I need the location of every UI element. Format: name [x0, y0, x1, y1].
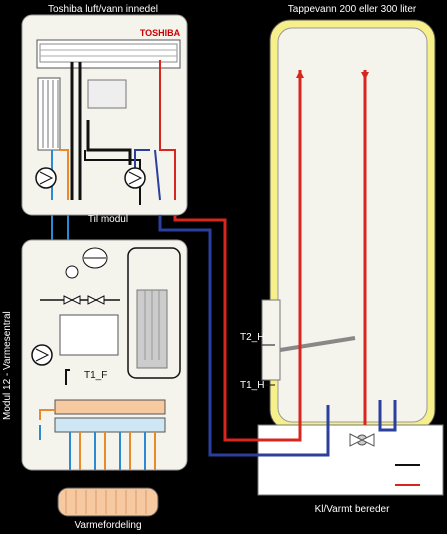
control-display [87, 79, 127, 109]
floor-heating-coil [57, 487, 159, 517]
to-module-label: Til modul [88, 214, 128, 225]
radiator-icon [37, 77, 61, 151]
manifold-supply [54, 399, 166, 415]
module-panel: T1_F [21, 239, 188, 471]
floor-heating-label: Varmefordeling [74, 520, 141, 531]
indoor-unit-panel [21, 14, 188, 216]
manometer-icon [65, 265, 79, 279]
controller-box [59, 314, 119, 356]
module-title: Modul 12 - Varmesentral [2, 311, 13, 420]
indoor-unit-title: Toshiba luft/vann innedel [48, 4, 158, 15]
floor-loops [69, 432, 156, 470]
t2-h-label: T2_H [240, 332, 264, 343]
t1-h-label: T1_H [240, 380, 264, 391]
tank-title: Tappevann 200 eller 300 liter [288, 4, 417, 15]
manifold-return [54, 417, 166, 433]
boiler-label: Kl/Varmt bereder [315, 504, 391, 515]
water-tank [257, 19, 444, 496]
brand-logo: TOSHIBA [140, 28, 181, 38]
t1-f-label: T1_F [84, 370, 107, 381]
